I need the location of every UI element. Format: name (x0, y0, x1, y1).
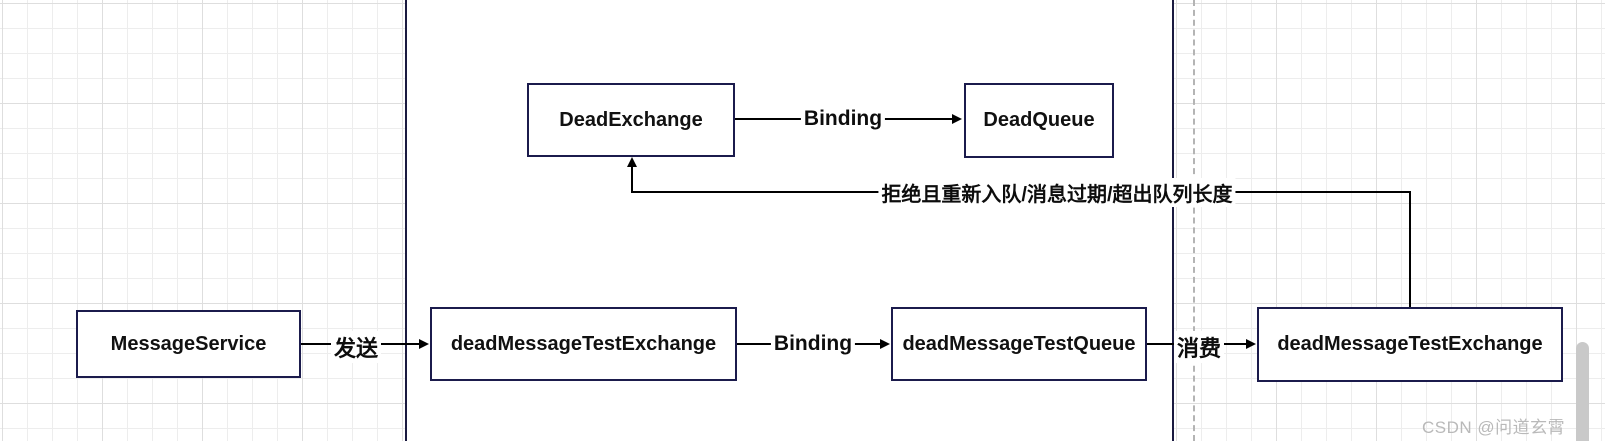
node-dead-message-test-exchange-label: deadMessageTestExchange (450, 332, 717, 355)
binding-top-arrowhead-icon (952, 114, 962, 124)
dead-letter-arrowhead-icon (627, 157, 637, 167)
page-divider-right (1172, 0, 1174, 441)
node-message-service-label: MessageService (110, 332, 267, 355)
edge-label-send: 发送 (330, 331, 382, 363)
vertical-scrollbar-thumb[interactable] (1576, 342, 1589, 441)
node-dead-queue: DeadQueue (964, 83, 1114, 158)
binding-bottom-arrowhead-icon (880, 339, 890, 349)
node-dead-message-test-queue-label: deadMessageTestQueue (902, 332, 1136, 355)
node-message-service: MessageService (76, 310, 301, 378)
page-guide-dashed-line (1193, 0, 1195, 441)
edge-label-binding-bottom: Binding (770, 332, 856, 356)
edge-dead-letter-vertical-down (1409, 191, 1411, 307)
send-arrowhead-icon (419, 339, 429, 349)
node-dead-exchange-label: DeadExchange (559, 108, 703, 131)
page-divider-left (405, 0, 407, 441)
edge-label-consume: 消费 (1173, 331, 1225, 363)
node-dead-queue-label: DeadQueue (983, 109, 1095, 131)
node-dead-message-test-queue: deadMessageTestQueue (891, 307, 1147, 381)
node-consumer-dead-message-test-exchange-label: deadMessageTestExchange (1277, 333, 1543, 355)
node-consumer-dead-message-test-exchange: deadMessageTestExchange (1257, 307, 1563, 382)
node-dead-message-test-exchange: deadMessageTestExchange (430, 307, 737, 381)
edge-label-binding-top: Binding (800, 107, 886, 131)
node-dead-exchange: DeadExchange (527, 83, 735, 157)
watermark: CSDN @问道玄霄 (1422, 418, 1566, 437)
consume-arrowhead-icon (1246, 339, 1256, 349)
edge-label-dead-letter: 拒绝且重新入队/消息过期/超出队列长度 (878, 178, 1236, 207)
edge-dead-letter-vertical-up (631, 164, 633, 193)
